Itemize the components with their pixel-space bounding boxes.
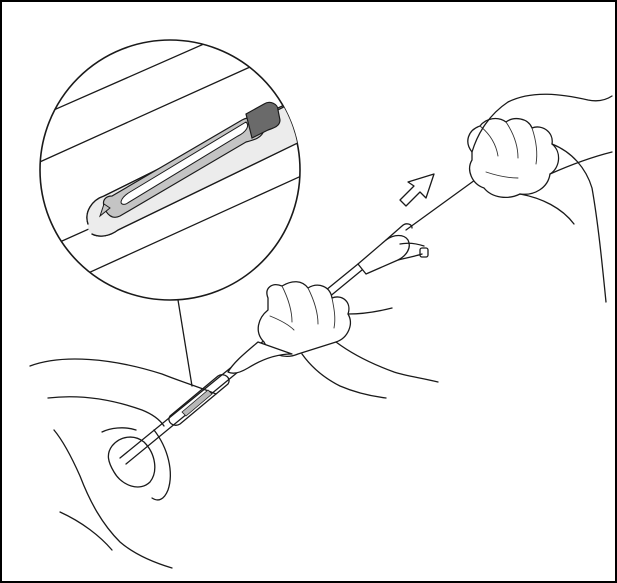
stylet-tip-connector [245, 101, 281, 139]
patient-anatomy [29, 358, 217, 569]
right-hand [467, 93, 613, 303]
balloon-tip-mark [181, 389, 213, 417]
callout-leader-line [177, 299, 193, 387]
pull-direction-arrow-icon [399, 173, 435, 207]
valve-port [419, 247, 429, 258]
magnifier-callout [39, 39, 301, 387]
left-hand [227, 281, 439, 399]
